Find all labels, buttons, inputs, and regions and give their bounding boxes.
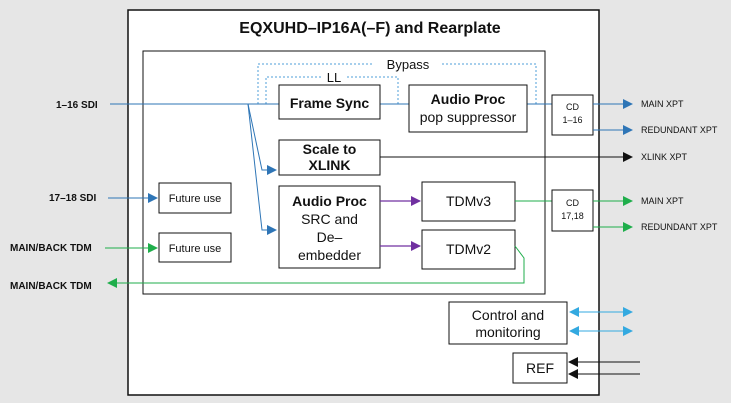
processing-area [142, 50, 546, 295]
scale-xlink-block [278, 139, 381, 176]
control-l2: monitoring [475, 324, 540, 340]
control-monitoring-block [448, 301, 568, 345]
tdmv2-out-line [107, 245, 525, 288]
future-use-1-block [158, 182, 232, 214]
bypass-label: Bypass [387, 57, 430, 72]
audio-proc-top-sub: pop suppressor [420, 109, 517, 125]
tdmv2-block [421, 229, 516, 270]
input-sdi-1-16: 1–16 SDI [56, 100, 98, 111]
scale-line2: XLINK [309, 157, 351, 173]
audio-proc-bottom-title: Audio Proc [292, 193, 367, 209]
output-main-xpt-1: MAIN XPT [641, 99, 684, 109]
audio-proc-bottom-block [278, 185, 381, 269]
audio-proc-top-block [408, 84, 528, 133]
frame-sync-label: Frame Sync [290, 95, 370, 111]
cd-1-16-l1: CD [566, 102, 579, 112]
output-redundant-xpt-1: REDUNDANT XPT [641, 125, 718, 135]
ref-label: REF [526, 360, 554, 376]
input-sdi-17-18: 17–18 SDI [49, 193, 96, 204]
output-redundant-xpt-2: REDUNDANT XPT [641, 222, 718, 232]
ref-block [512, 352, 568, 384]
cd-1-16-l2: 1–16 [562, 115, 582, 125]
audio-proc-bottom-l3: embedder [298, 247, 361, 263]
cd-17-18-block [551, 189, 594, 232]
module-title: EQXUHD–IP16A(–F) and Rearplate [239, 20, 501, 37]
output-main-xpt-2: MAIN XPT [641, 196, 684, 206]
output-xlink-xpt: XLINK XPT [641, 152, 688, 162]
control-l1: Control and [472, 307, 544, 323]
bypass-path [257, 63, 537, 104]
sdi-to-scale [247, 103, 277, 175]
audio-proc-top-title: Audio Proc [431, 91, 506, 107]
cd-1-16-block [551, 94, 594, 136]
future-use-2-label: Future use [169, 243, 222, 255]
cd-17-18-l2: 17,18 [561, 211, 584, 221]
frame-sync-block [278, 84, 381, 120]
future-use-1-label: Future use [169, 193, 222, 205]
future-use-2-block [158, 232, 232, 263]
audio-proc-bottom-l1: SRC and [301, 211, 358, 227]
output-tdm: MAIN/BACK TDM [10, 281, 92, 292]
scale-line1: Scale to [303, 141, 357, 157]
tdmv3-label: TDMv3 [446, 193, 491, 209]
input-tdm: MAIN/BACK TDM [10, 243, 92, 254]
sdi-to-audioproc [247, 103, 277, 235]
tdmv2-label: TDMv2 [446, 241, 491, 257]
cd-17-18-l1: CD [566, 198, 579, 208]
tdmv3-block [421, 181, 516, 222]
audio-proc-bottom-l2: De– [317, 229, 343, 245]
ll-label: LL [327, 70, 341, 85]
